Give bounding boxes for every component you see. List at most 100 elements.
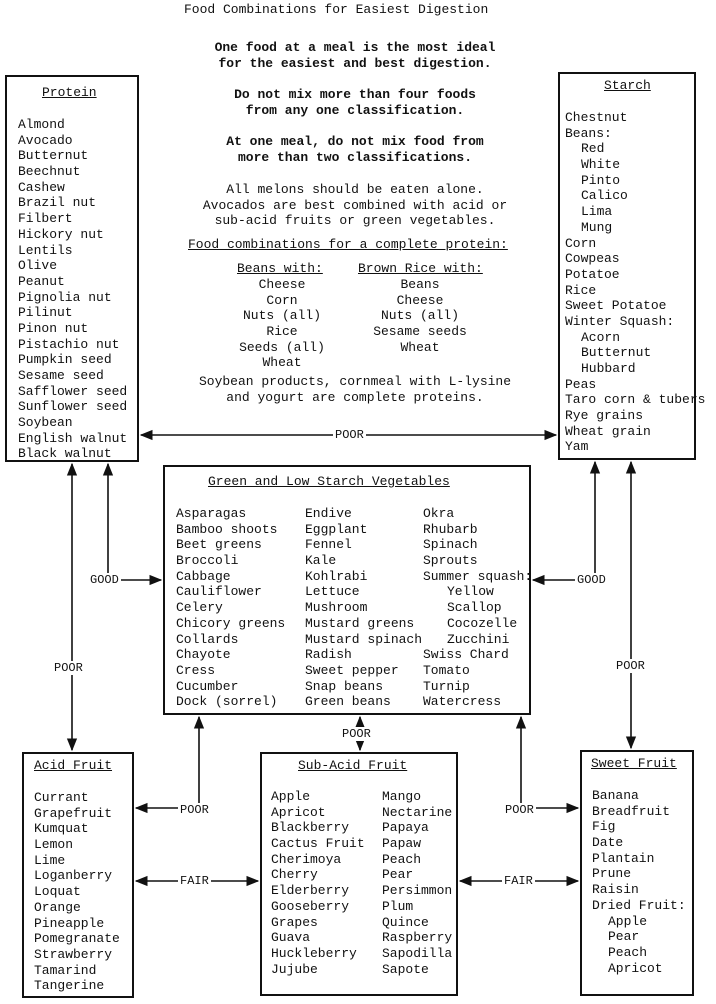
- list-item: Cheese: [258, 277, 306, 292]
- list-item: Rye grains: [565, 408, 644, 424]
- vegetables-box: [163, 465, 531, 715]
- list-item: Orange: [34, 899, 81, 915]
- list-item: Endive: [305, 506, 352, 521]
- arrow-sweet-veg: [515, 715, 580, 814]
- list-item: Lemon: [34, 837, 74, 853]
- label-poor-veg-subacid: POOR: [340, 727, 373, 741]
- list-item: Sesame seed: [18, 368, 104, 383]
- list-item: Breadfruit: [592, 803, 671, 819]
- list-item: Winter Squash:: [565, 313, 675, 329]
- note-line: One food at a meal is the most ideal: [214, 40, 496, 55]
- list-item: Corn: [266, 292, 298, 308]
- list-item: Guava: [271, 930, 311, 946]
- list-item: Fennel: [305, 537, 352, 553]
- starch-box: [558, 72, 696, 460]
- list-item: Sweet Potatoe: [565, 298, 667, 314]
- list-item: Raisin: [592, 882, 639, 898]
- list-item: Cowpeas: [565, 251, 620, 267]
- list-item: Yellow: [447, 584, 494, 600]
- list-item: Kale: [305, 553, 337, 569]
- list-item: Grapes: [271, 914, 318, 930]
- list-item: Cherimoya: [271, 851, 342, 867]
- list-item: Tomato: [423, 662, 470, 678]
- label-fair-acid-subacid: FAIR: [178, 874, 211, 888]
- label-poor-protein-acid: POOR: [52, 661, 85, 675]
- list-item: Pignolia nut: [18, 289, 112, 305]
- list-item: Sapodilla: [382, 945, 453, 961]
- list-item: Currant: [34, 790, 89, 805]
- note-line: and yogurt are complete proteins.: [226, 390, 484, 405]
- note-line: for the easiest and best digestion.: [218, 56, 492, 71]
- list-item: Grapefruit: [34, 805, 113, 821]
- list-item: Sesame seeds: [373, 324, 467, 340]
- list-item: Pistachio nut: [18, 336, 120, 352]
- list-item: Pomegranate: [34, 931, 120, 947]
- list-item: Scallop: [447, 600, 502, 616]
- label-good-protein-veg: GOOD: [88, 573, 121, 587]
- list-item: Pumpkin seed: [18, 352, 112, 368]
- list-item: Broccoli: [176, 553, 239, 569]
- sweet-fruit-heading: Sweet Fruit: [591, 756, 677, 771]
- list-item: Green beans: [305, 694, 391, 710]
- list-item: Seeds (all): [239, 339, 325, 355]
- list-item: Chestnut: [565, 110, 628, 125]
- list-item: Rice: [266, 324, 298, 340]
- list-item: Lima: [581, 204, 613, 220]
- list-item: Spinach: [423, 537, 478, 553]
- note-line: Soybean products, cornmeal with L-lysine: [198, 374, 512, 389]
- list-item: Wheat grain: [565, 423, 651, 439]
- label-fair-subacid-sweet: FAIR: [502, 874, 535, 888]
- list-item: Taro corn & tubers: [565, 392, 706, 408]
- list-item: English walnut: [18, 430, 128, 446]
- acid-fruit-box: [22, 752, 134, 998]
- list-item: Papaw: [382, 836, 422, 852]
- list-item: Turnip: [423, 678, 470, 694]
- list-item: Mustard greens: [305, 615, 415, 631]
- sweet-fruit-box: [580, 750, 694, 996]
- list-item: Yam: [565, 439, 589, 455]
- list-item: Dock (sorrel): [176, 694, 278, 710]
- protein-heading: Protein: [42, 85, 97, 100]
- list-item: Cashew: [18, 179, 65, 195]
- list-item: Mango: [382, 789, 422, 804]
- list-item: Date: [592, 835, 624, 851]
- list-item: Cocozelle: [447, 615, 518, 631]
- sub-acid-fruit-heading: Sub-Acid Fruit: [298, 758, 408, 773]
- list-item: Hickory nut: [18, 226, 104, 242]
- list-item: Summer squash:: [423, 568, 533, 584]
- list-item: Pilinut: [18, 305, 73, 321]
- beans-with-heading: Beans with:: [237, 261, 323, 276]
- list-item: Huckleberry: [271, 945, 357, 961]
- list-item: Pinon nut: [18, 320, 89, 336]
- arrow-acid-veg: [134, 715, 205, 814]
- list-item: Cherry: [271, 867, 318, 883]
- list-item: Sprouts: [423, 553, 478, 569]
- list-item: Nuts (all): [380, 308, 459, 324]
- list-item: Strawberry: [34, 946, 113, 962]
- list-item: Kumquat: [34, 821, 89, 837]
- note-line: Do not mix more than four foods: [234, 87, 476, 102]
- list-item: Nectarine: [382, 804, 453, 820]
- list-item: Kohlrabi: [305, 568, 368, 584]
- list-item: Tangerine: [34, 978, 105, 994]
- list-item: Beans:: [565, 125, 612, 141]
- list-item: Red: [581, 141, 605, 157]
- list-item: Bamboo shoots: [176, 521, 278, 537]
- list-item: Lime: [34, 852, 66, 868]
- list-item: Sapote: [382, 961, 429, 977]
- list-item: Snap beans: [305, 678, 384, 694]
- list-item: Cactus Fruit: [271, 836, 365, 852]
- list-item: Loganberry: [34, 868, 113, 884]
- list-item: Beet greens: [176, 537, 262, 553]
- list-item: Olive: [18, 258, 58, 274]
- list-item: Raspberry: [382, 930, 453, 946]
- list-item: Cucumber: [176, 678, 239, 694]
- arrow-protein-veg: [102, 462, 163, 586]
